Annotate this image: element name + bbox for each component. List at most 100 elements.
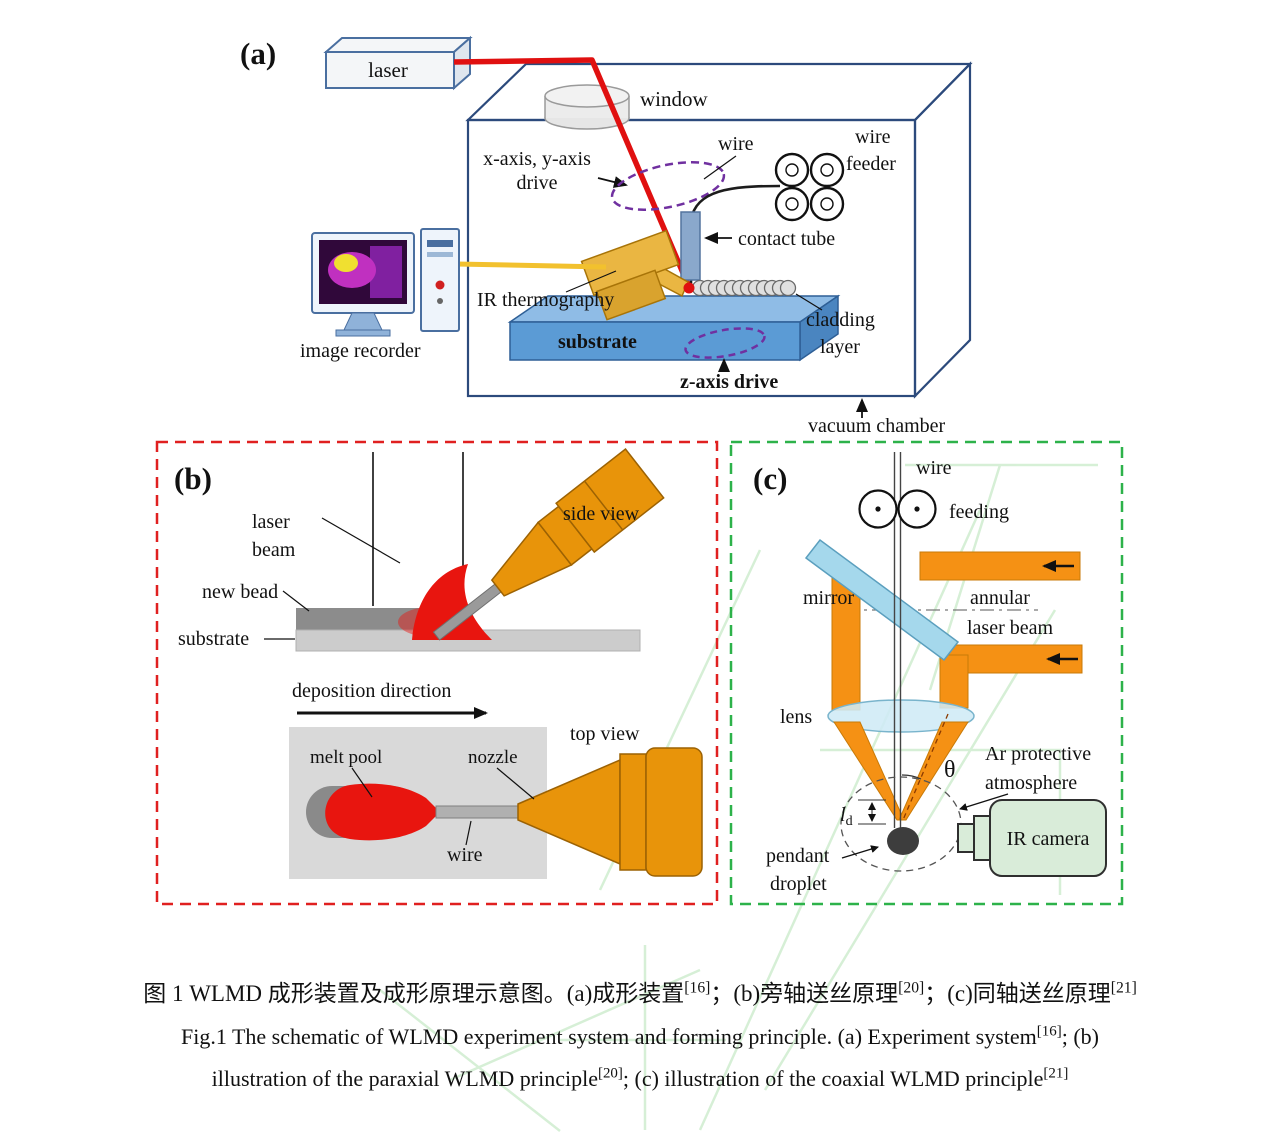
label-pendant-2: droplet <box>770 873 827 895</box>
panel-a-tag: (a) <box>240 36 276 71</box>
nozzle-pointer <box>496 767 535 800</box>
new-bead-bar <box>296 608 436 630</box>
caption-english-line2: illustration of the paraxial WLMD princi… <box>0 1066 1280 1092</box>
image-recorder-monitor <box>311 232 415 337</box>
label-substrate-a: substrate <box>558 331 637 353</box>
ir-thermography-device <box>580 229 689 321</box>
label-top-view: top view <box>570 723 640 745</box>
figure-diagram: (a) laser window <box>155 35 1124 906</box>
label-ld: ld <box>840 804 853 829</box>
signal-cable <box>455 261 607 270</box>
pendant-pointer-arrow <box>841 845 879 859</box>
caption-en2-ref-21: [21] <box>1043 1065 1069 1082</box>
panel-b-tag: (b) <box>174 461 212 496</box>
laser-box <box>323 35 473 91</box>
ld-subscript: d <box>846 814 853 829</box>
ir-thermography-pointer <box>565 270 617 293</box>
laser-beam-pointer <box>321 517 401 564</box>
caption-en1-text-1: Fig.1 The schematic of WLMD experiment s… <box>181 1024 1037 1049</box>
label-laser-beam-2: beam <box>252 539 296 561</box>
label-ar-1: Ar protective <box>985 743 1091 765</box>
feeding-rollers <box>858 489 937 529</box>
side-view-nozzle <box>432 448 665 641</box>
vacuum-chamber-box <box>465 61 973 399</box>
label-xy-drive-1: x-axis, y-axis <box>483 148 591 170</box>
caption-en2-text-1: illustration of the paraxial WLMD princi… <box>211 1066 598 1091</box>
theta-arc <box>901 774 922 780</box>
wire-feeder-rollers <box>774 152 845 222</box>
label-melt-pool: melt pool <box>310 747 382 768</box>
top-view-nozzle <box>517 747 703 877</box>
annular-beam <box>831 551 1083 711</box>
caption-cn-text-3: ；(c)同轴送丝原理 <box>924 981 1111 1006</box>
melt-pool-pointer <box>351 767 373 798</box>
label-mirror: mirror <box>803 587 854 609</box>
wire-pointer-line <box>703 155 737 180</box>
panel-b-border <box>155 440 719 906</box>
caption-english-line1: Fig.1 The schematic of WLMD experiment s… <box>0 1024 1280 1050</box>
caption-cn-ref-21: [21] <box>1110 979 1137 997</box>
label-laser-beam-1: laser <box>252 511 290 533</box>
label-lens: lens <box>780 706 812 728</box>
label-pendant-1: pendant <box>766 845 830 867</box>
caption-en1-ref-16: [16] <box>1036 1023 1062 1040</box>
label-wire-feeder-1: wire <box>855 126 891 148</box>
focused-beam-cone <box>833 721 969 821</box>
melt-blob <box>412 564 492 640</box>
panel-c-tag: (c) <box>753 461 787 496</box>
label-cladding-2: layer <box>820 336 860 358</box>
label-wire-c: wire <box>916 457 952 479</box>
label-image-recorder: image recorder <box>300 340 421 362</box>
panel-b: (b) laser beam side view new <box>155 440 719 906</box>
label-wire-a: wire <box>718 133 754 155</box>
wire-b-pointer <box>465 820 472 846</box>
caption-en1-text-2: ; (b) <box>1061 1024 1099 1049</box>
label-feeding: feeding <box>949 501 1009 523</box>
label-wire-b: wire <box>447 844 483 866</box>
caption-chinese: 图 1 WLMD 成形装置及成形原理示意图。(a)成形装置[16]；(b)旁轴送… <box>0 974 1280 1008</box>
label-annular-1: annular <box>970 587 1030 609</box>
label-laser: laser <box>368 58 408 82</box>
label-side-view: side view <box>563 503 640 525</box>
label-nozzle: nozzle <box>468 747 518 768</box>
xy-drive-ellipse <box>610 161 726 211</box>
new-bead-pointer <box>282 590 310 612</box>
top-view-wire <box>435 805 523 819</box>
beam-axis-dashed <box>902 713 949 821</box>
laser-beam-path <box>453 57 692 289</box>
label-substrate-b: substrate <box>178 628 249 650</box>
label-wire-feeder-2: feeder <box>846 153 896 175</box>
label-xy-drive-2: drive <box>516 172 557 194</box>
caption-en2-text-2: ; (c) illustration of the coaxial WLMD p… <box>622 1066 1044 1091</box>
label-deposition-direction: deposition direction <box>292 680 451 702</box>
ir-camera <box>957 799 1107 877</box>
caption-cn-text-1: 图 1 WLMD 成形装置及成形原理示意图。(a)成形装置 <box>143 981 685 1006</box>
image-recorder-tower <box>420 228 460 332</box>
caption-cn-ref-16: [16] <box>684 979 711 997</box>
melt-spot <box>683 282 695 294</box>
caption-en2-ref-20: [20] <box>597 1065 623 1082</box>
panel-a: (a) laser window <box>240 35 973 437</box>
label-annular-2: laser beam <box>967 617 1054 639</box>
caption-cn-ref-20: [20] <box>898 979 925 997</box>
cladding-pointer-line <box>795 293 823 311</box>
panel-c: (c) mirror annular laser beam lens <box>729 440 1124 906</box>
label-new-bead: new bead <box>202 581 278 603</box>
panel-c-border <box>729 440 1124 906</box>
label-contact-tube: contact tube <box>738 228 835 250</box>
label-ir-thermography: IR thermography <box>477 289 614 311</box>
label-z-drive: z-axis drive <box>680 371 778 393</box>
z-drive-ellipse <box>684 327 766 359</box>
ar-pointer-arrow <box>959 793 1009 811</box>
label-cladding-1: cladding <box>806 309 875 331</box>
cladding-coil <box>691 279 797 297</box>
stickout-measure <box>858 799 886 825</box>
label-window: window <box>640 87 709 111</box>
label-vacuum-chamber: vacuum chamber <box>808 415 945 437</box>
mirror <box>804 538 960 662</box>
contact-tube <box>680 211 701 281</box>
ld-symbol: l <box>840 804 846 826</box>
pendant-droplet <box>887 827 919 855</box>
caption-cn-text-2: ；(b)旁轴送丝原理 <box>710 981 899 1006</box>
